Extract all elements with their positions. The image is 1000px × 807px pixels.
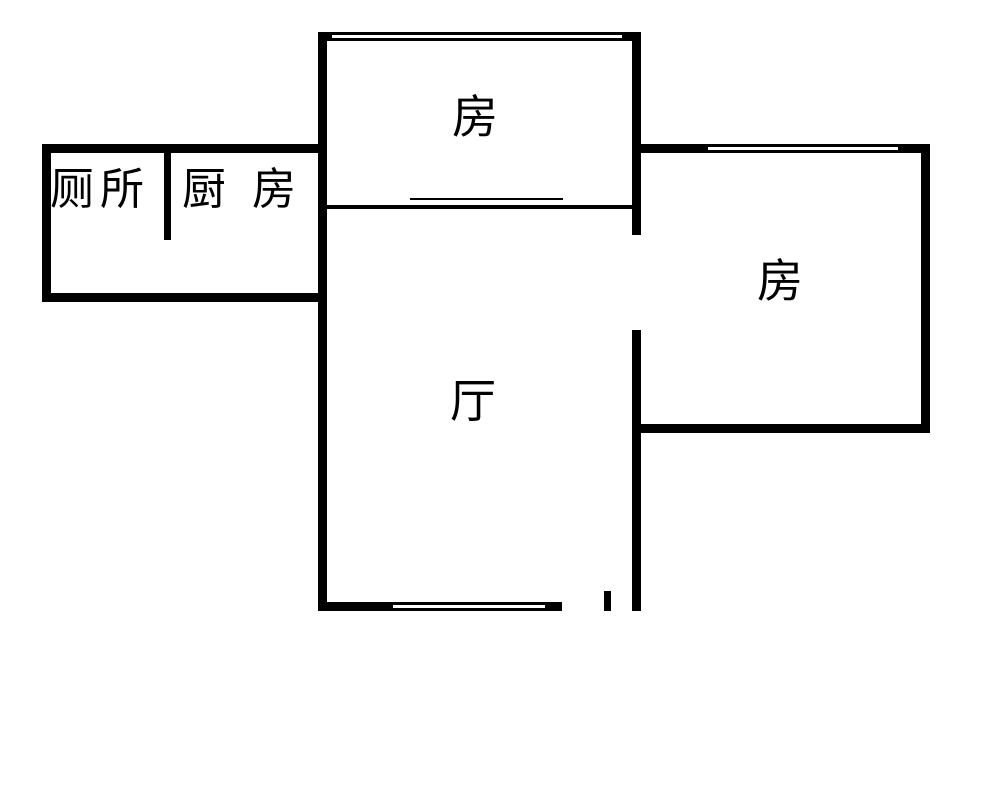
- west-interior-wall: [318, 32, 327, 610]
- window-symbol-bedroom1: [332, 35, 622, 38]
- east-wall-upper-segment: [632, 32, 641, 235]
- room-label-bedroom-right: 房: [757, 254, 809, 308]
- window-symbol-hall: [393, 605, 545, 608]
- room-label-kitchen: 厨 房: [182, 164, 302, 215]
- entrance-door-jamb: [604, 591, 611, 611]
- bedroom2-east-wall: [921, 144, 930, 433]
- room-label-bedroom-top: 房: [452, 90, 504, 144]
- east-wall-lower-segment: [632, 330, 641, 611]
- toilet-kitchen-south-wall: [42, 293, 326, 302]
- bedroom2-north-wall: [641, 144, 930, 153]
- room-label-toilet: 厕所: [50, 164, 150, 215]
- toilet-kitchen-divider-wall: [164, 144, 171, 240]
- bedroom1-north-wall: [318, 32, 640, 41]
- bedroom2-south-wall: [641, 424, 930, 433]
- bedroom1-hall-partition-line: [326, 205, 632, 209]
- bedroom1-hall-partition-second-line: [410, 198, 563, 200]
- toilet-kitchen-north-wall: [42, 144, 326, 153]
- room-label-hall: 厅: [450, 374, 502, 428]
- west-outer-wall: [42, 144, 51, 302]
- window-symbol-bedroom2: [708, 147, 898, 150]
- hall-south-wall: [318, 602, 562, 611]
